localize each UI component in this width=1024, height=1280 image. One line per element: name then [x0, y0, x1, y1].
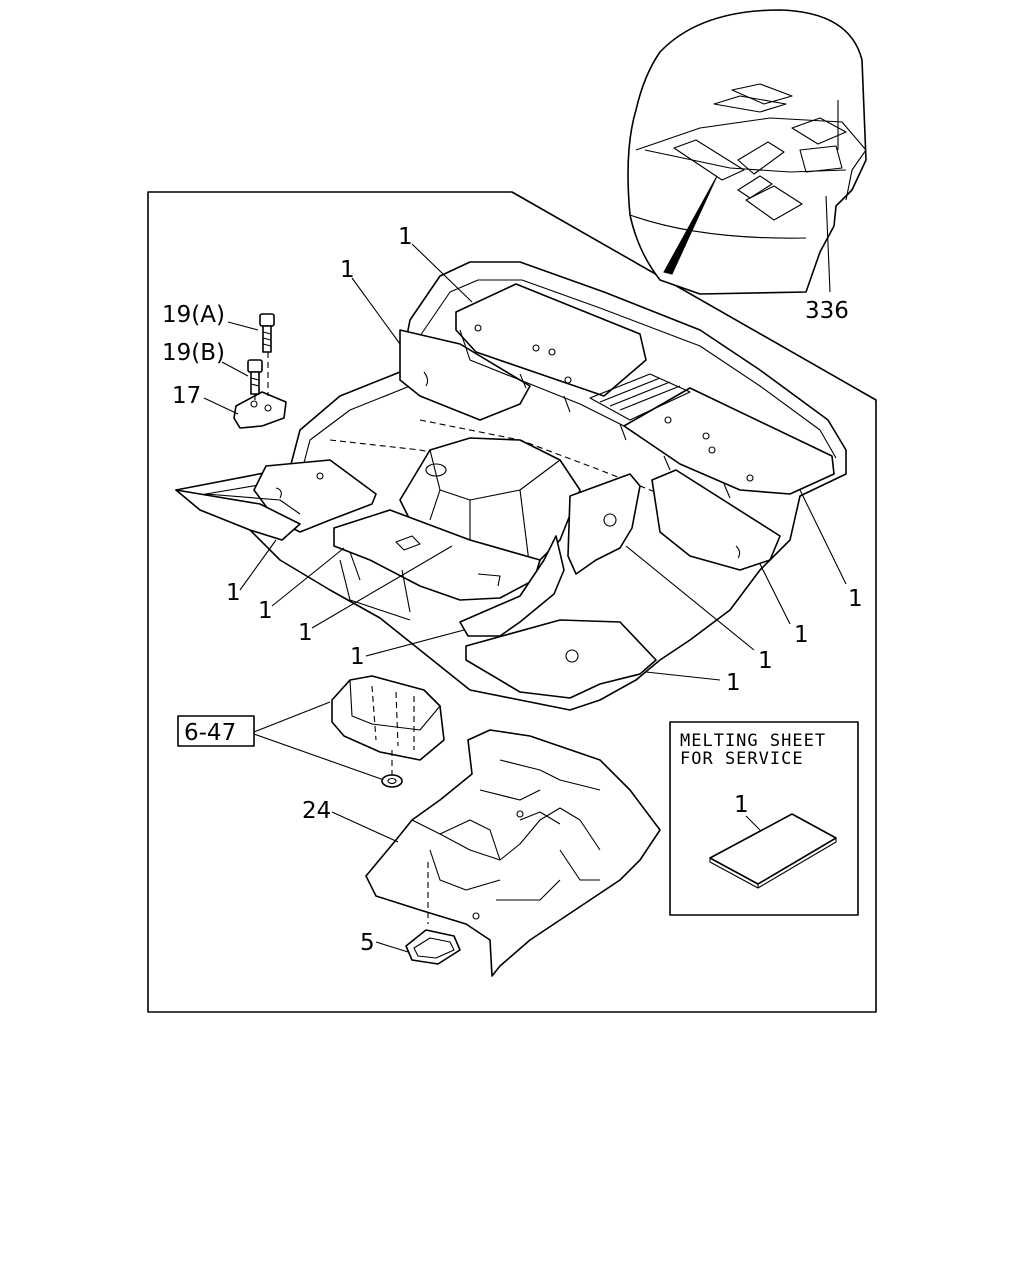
ref-box-6-47 — [177, 715, 255, 747]
floor-panel-24 — [365, 729, 661, 977]
cab-inset — [627, 9, 867, 295]
callout-1: 1 — [398, 224, 413, 250]
service-part-number: 1 — [734, 792, 749, 818]
callout-17: 17 — [172, 383, 201, 409]
grommet-clip — [381, 750, 403, 788]
callout-336: 336 — [805, 298, 849, 324]
callout-24: 24 — [302, 798, 331, 824]
callout-5: 5 — [360, 930, 375, 956]
service-sheet-box — [669, 721, 859, 916]
floor-assembly — [175, 261, 847, 711]
service-title-line2: FOR SERVICE — [680, 749, 804, 769]
bracket-17 — [233, 391, 287, 429]
callout-1: 1 — [758, 648, 773, 674]
ref-box-label: 6-47 — [184, 720, 236, 746]
bolt-19b — [247, 359, 263, 395]
service-title-line1: MELTING SHEET — [680, 731, 826, 751]
callout-19b: 19(B) — [162, 340, 225, 366]
callout-19a: 19(A) — [162, 302, 225, 328]
callout-1: 1 — [794, 622, 809, 648]
callout-1: 1 — [350, 644, 365, 670]
diagram-frame — [147, 191, 877, 1013]
grommet-5 — [405, 929, 461, 965]
callout-1: 1 — [226, 580, 241, 606]
sheet-callouts: 1 1 1 1 1 1 1 1 1 1 — [226, 224, 863, 696]
melting-sheet — [709, 813, 837, 889]
callout-1: 1 — [726, 670, 741, 696]
callout-1: 1 — [258, 598, 273, 624]
callout-1: 1 — [848, 586, 863, 612]
cab-pointer — [663, 175, 718, 275]
callout-1: 1 — [340, 257, 355, 283]
callout-1: 1 — [298, 620, 313, 646]
cover-part — [331, 675, 445, 761]
bolt-19a — [259, 313, 275, 353]
